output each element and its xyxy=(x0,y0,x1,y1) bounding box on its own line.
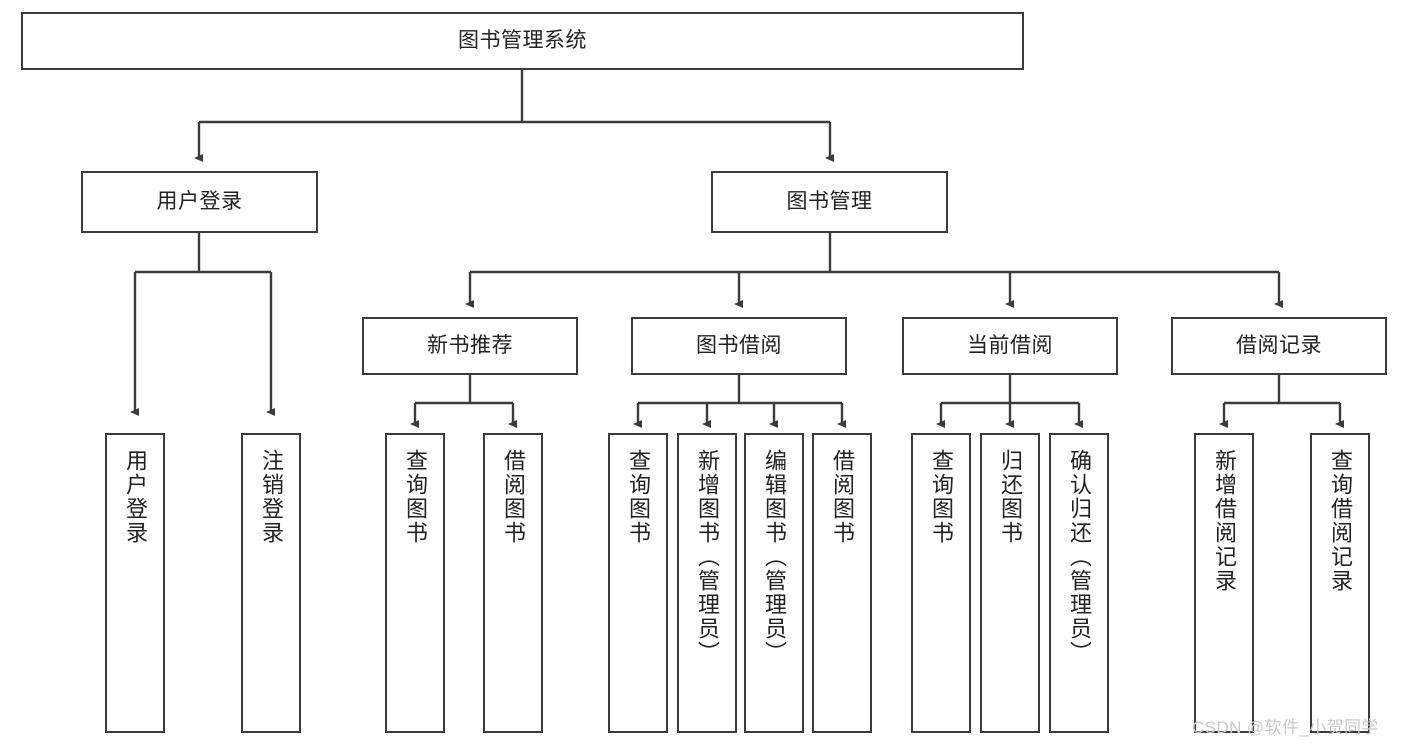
node-borrow-record-label: 借阅记录 xyxy=(1236,334,1322,358)
node-leaf-return-book[interactable]: 归还图书 xyxy=(980,433,1040,733)
node-leaf-confirm-return[interactable]: 确认归还（管理员） xyxy=(1049,433,1109,733)
node-leaf-user-logout-label: 注销登录 xyxy=(258,449,284,545)
node-book-manage-label: 图书管理 xyxy=(786,190,873,214)
node-leaf-add-book-label: 新增图书（管理员） xyxy=(694,449,720,665)
node-leaf-query-book-2-label: 查询图书 xyxy=(625,449,651,545)
node-leaf-edit-book[interactable]: 编辑图书（管理员） xyxy=(744,433,804,733)
watermark-text: CSDN @软件_小贺同学 xyxy=(1192,718,1379,737)
node-book-borrow-label: 图书借阅 xyxy=(696,334,782,358)
node-leaf-borrow-book-1-label: 借阅图书 xyxy=(500,449,526,545)
node-leaf-query-record-label: 查询借阅记录 xyxy=(1327,449,1353,593)
node-leaf-user-login[interactable]: 用户登录 xyxy=(105,433,165,733)
node-leaf-confirm-return-label: 确认归还（管理员） xyxy=(1066,449,1092,665)
node-leaf-query-book-1[interactable]: 查询图书 xyxy=(385,433,445,733)
node-leaf-add-record[interactable]: 新增借阅记录 xyxy=(1194,433,1254,733)
node-root[interactable]: 图书管理系统 xyxy=(21,12,1024,70)
node-leaf-add-book[interactable]: 新增图书（管理员） xyxy=(677,433,737,733)
node-leaf-query-book-1-label: 查询图书 xyxy=(402,449,428,545)
node-root-label: 图书管理系统 xyxy=(458,29,587,53)
node-book-borrow[interactable]: 图书借阅 xyxy=(631,317,847,375)
node-current-borrow[interactable]: 当前借阅 xyxy=(902,317,1118,375)
node-leaf-query-book-3-label: 查询图书 xyxy=(928,449,954,545)
node-leaf-edit-book-label: 编辑图书（管理员） xyxy=(761,449,787,665)
node-book-manage[interactable]: 图书管理 xyxy=(711,171,948,233)
node-user-login-label: 用户登录 xyxy=(156,190,243,214)
node-leaf-borrow-book-1[interactable]: 借阅图书 xyxy=(483,433,543,733)
node-current-borrow-label: 当前借阅 xyxy=(967,334,1053,358)
node-leaf-query-record[interactable]: 查询借阅记录 xyxy=(1310,433,1370,733)
node-user-login[interactable]: 用户登录 xyxy=(81,171,318,233)
node-borrow-record[interactable]: 借阅记录 xyxy=(1171,317,1387,375)
node-leaf-query-book-2[interactable]: 查询图书 xyxy=(608,433,668,733)
node-leaf-borrow-book-2[interactable]: 借阅图书 xyxy=(812,433,872,733)
node-leaf-borrow-book-2-label: 借阅图书 xyxy=(829,449,855,545)
node-new-book-recommend-label: 新书推荐 xyxy=(427,334,513,358)
node-leaf-user-logout[interactable]: 注销登录 xyxy=(241,433,301,733)
node-new-book-recommend[interactable]: 新书推荐 xyxy=(362,317,578,375)
node-leaf-add-record-label: 新增借阅记录 xyxy=(1211,449,1237,593)
node-leaf-user-login-label: 用户登录 xyxy=(122,449,148,545)
node-leaf-query-book-3[interactable]: 查询图书 xyxy=(911,433,971,733)
node-leaf-return-book-label: 归还图书 xyxy=(997,449,1023,545)
